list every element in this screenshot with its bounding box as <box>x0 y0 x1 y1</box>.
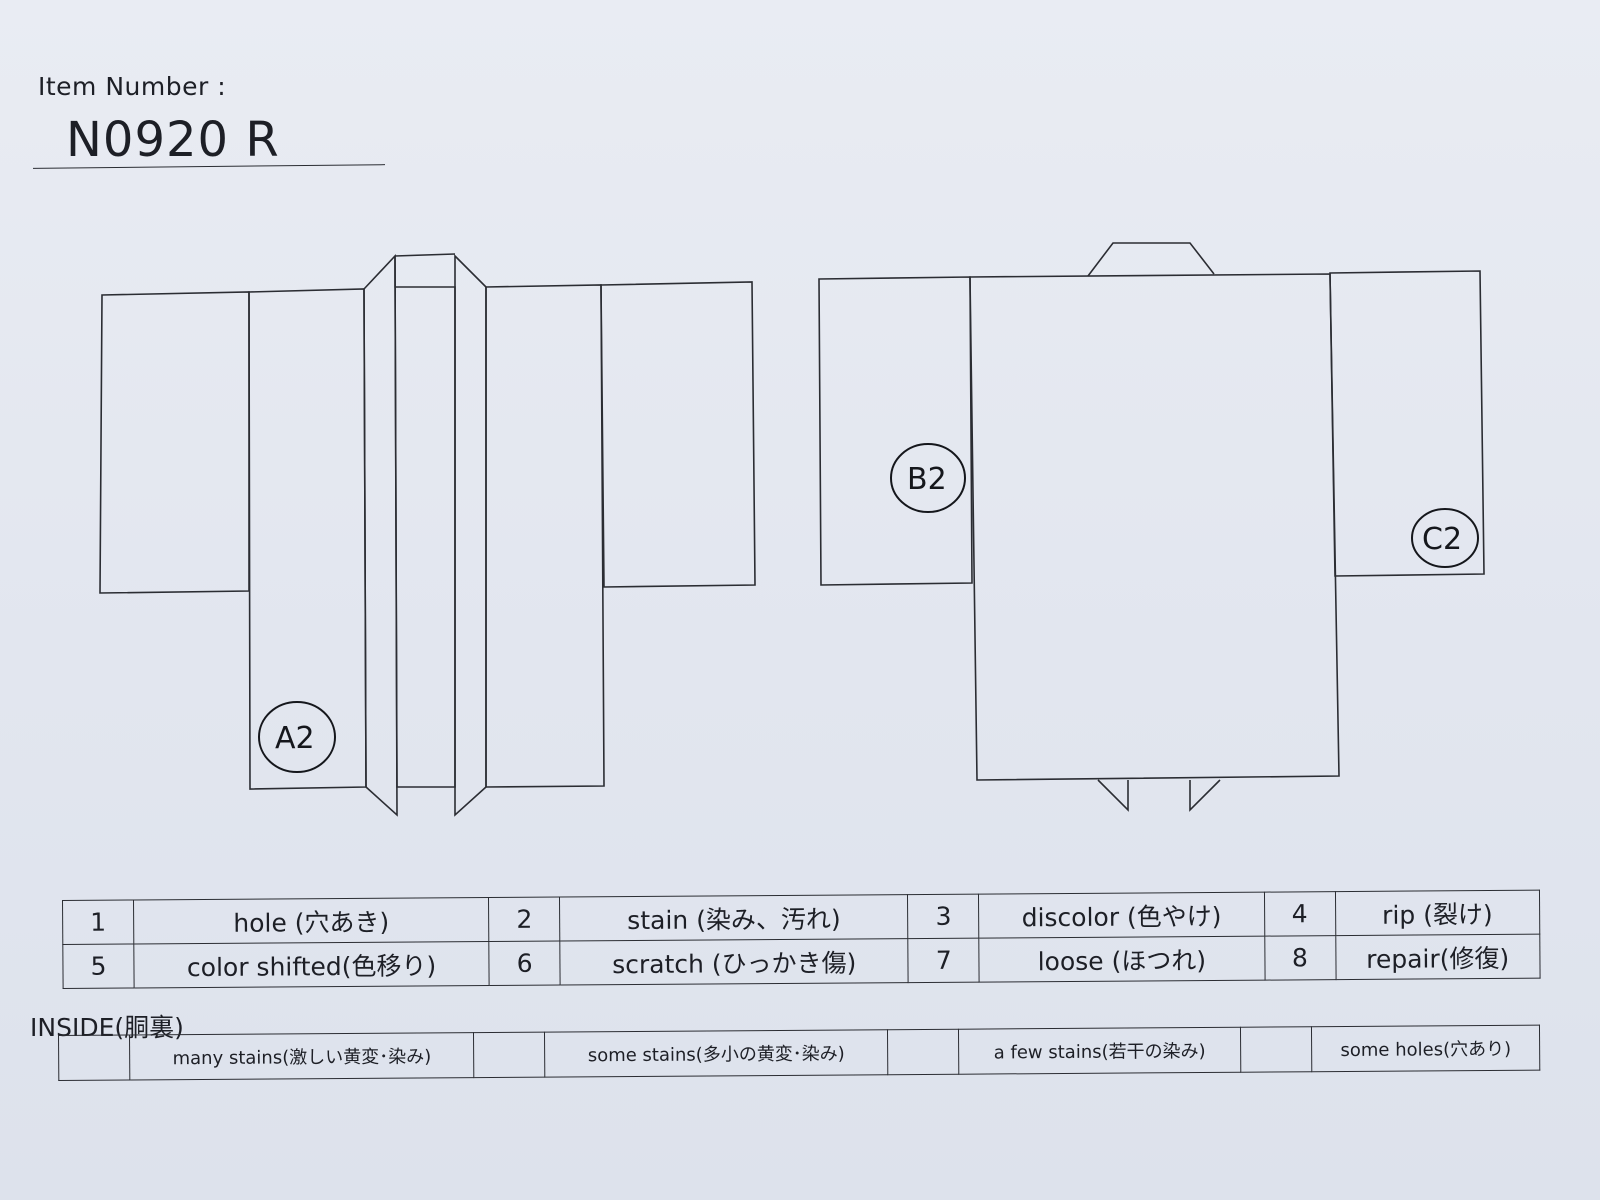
defect-label: repair(修復) <box>1335 934 1541 980</box>
defect-label: hole (穴あき) <box>133 897 490 944</box>
defect-number: 3 <box>907 894 980 939</box>
inside-option-label: a few stains(若干の染み) <box>958 1027 1242 1075</box>
defect-label: stain (染み、汚れ) <box>559 894 909 942</box>
front-left-sleeve <box>99 291 250 594</box>
front-collar-top <box>394 253 456 257</box>
marker-c2-circle <box>1411 508 1479 568</box>
front-left-overlap <box>394 255 456 788</box>
front-right-collar <box>454 254 487 817</box>
marker-a2-circle <box>258 701 336 773</box>
front-left-body <box>248 288 367 790</box>
defect-label: discolor (色やけ) <box>978 892 1265 939</box>
defect-number: 1 <box>62 900 134 945</box>
inside-checkbox-some-holes[interactable] <box>1240 1026 1313 1073</box>
inside-checkbox-few-stains[interactable] <box>887 1029 959 1075</box>
defect-legend-table: 1 hole (穴あき) 2 stain (染み、汚れ) 3 discolor … <box>62 890 1541 989</box>
front-right-body <box>485 284 605 788</box>
inside-checkbox-many-stains[interactable] <box>58 1035 130 1081</box>
kimono-diagram: A2 B2 C2 <box>99 242 1485 817</box>
front-right-sleeve <box>600 281 756 588</box>
defect-number: 2 <box>488 897 561 942</box>
defect-number: 6 <box>489 941 561 986</box>
marker-c2-text: C2 <box>1422 522 1462 557</box>
inside-condition-row: many stains(激しい黄変･染み) some stains(多小の黄変･… <box>58 1025 1540 1081</box>
inside-condition-table: many stains(激しい黄変･染み) some stains(多小の黄変･… <box>58 1025 1540 1081</box>
kimono-front-view <box>99 253 756 817</box>
back-hem-left-fold <box>1097 779 1129 812</box>
inside-option-label: many stains(激しい黄変･染み) <box>129 1032 475 1080</box>
inside-option-label: some holes(穴あり) <box>1311 1025 1540 1072</box>
marker-b2-text: B2 <box>907 462 947 497</box>
defect-number: 7 <box>908 938 980 983</box>
defect-label: rip (裂け) <box>1334 890 1540 936</box>
front-left-collar <box>363 253 398 817</box>
item-number-label: Item Number : <box>38 72 227 101</box>
inside-section-title: INSIDE(胴裏) <box>30 1013 184 1042</box>
back-hem-right-fold <box>1189 779 1221 812</box>
item-number-value: N0920 R <box>66 112 280 168</box>
kimono-back-view <box>818 242 1485 812</box>
marker-b2: B2 <box>890 443 966 513</box>
defect-label: color shifted(色移り) <box>133 941 490 988</box>
back-collar <box>1087 242 1215 277</box>
marker-a2: A2 <box>258 701 336 773</box>
defect-number: 5 <box>62 943 135 989</box>
back-right-sleeve <box>1329 270 1485 577</box>
inside-checkbox-some-stains[interactable] <box>473 1032 546 1078</box>
back-left-sleeve <box>818 276 973 586</box>
back-body <box>969 273 1340 781</box>
defect-number: 4 <box>1263 891 1336 937</box>
defect-legend-row: 5 color shifted(色移り) 6 scratch (ひっかき傷) 7… <box>62 934 1541 989</box>
marker-a2-text: A2 <box>275 721 315 756</box>
inside-option-label: some stains(多小の黄変･染み) <box>544 1029 888 1078</box>
marker-b2-circle <box>890 443 966 513</box>
marker-c2: C2 <box>1411 508 1479 568</box>
defect-label: loose (ほつれ) <box>979 936 1265 983</box>
defect-label: scratch (ひっかき傷) <box>560 938 909 986</box>
defect-number: 8 <box>1264 935 1336 981</box>
